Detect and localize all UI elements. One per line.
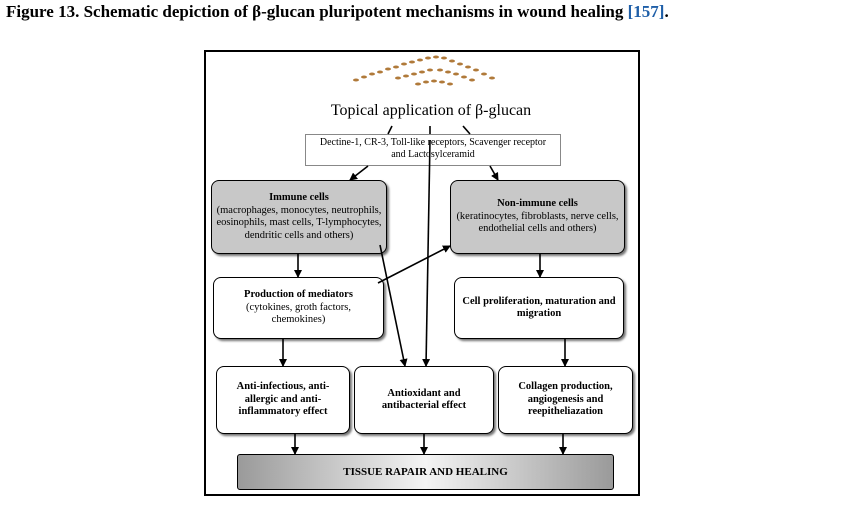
- topical-application-label: Topical application of β-glucan: [330, 102, 532, 119]
- arrow-topical-left: [387, 125, 393, 135]
- figure-caption: Figure 13. Schematic depiction of β-gluc…: [6, 2, 841, 22]
- immune-cells-list: (macrophages, monocytes, neutrophils, eo…: [216, 204, 382, 241]
- diagram-frame: [204, 50, 640, 496]
- mediators-list: (cytokines, groth factors, chemokines): [246, 301, 351, 326]
- arrow-receptors-to-antioxidant: [422, 139, 431, 367]
- tissue-repair-bar: TISSUE RAPAIR AND HEALING: [237, 454, 614, 490]
- receptors-box: Dectine-1, CR-3, Toll-like receptors, Sc…: [305, 134, 561, 166]
- mediators-box: Production of mediators (cytokines, grot…: [213, 277, 384, 339]
- antioxidant-box: Antioxidant and antibacterial effect: [354, 366, 494, 434]
- non-immune-cells-box: Non-immune cells (keratinocytes, fibrobl…: [450, 180, 625, 254]
- immune-cells-title: Immune cells: [269, 192, 329, 203]
- collagen-box: Collagen production, angiogenesis and re…: [498, 366, 633, 434]
- arrow-receptors-to-nonimmune: [489, 165, 499, 181]
- arrow-receptors-to-immune: [349, 165, 369, 181]
- immune-cells-box: Immune cells (macrophages, monocytes, ne…: [211, 180, 387, 254]
- arrow-topical-right: [462, 125, 471, 135]
- anti-infectious-box: Anti-infectious, anti-allergic and anti-…: [216, 366, 350, 434]
- non-immune-cells-title: Non-immune cells: [497, 198, 578, 210]
- arrow-mediators-to-nonimmune: [377, 245, 451, 284]
- non-immune-cells-list: (keratinocytes, fibroblasts, nerve cells…: [456, 210, 619, 235]
- arrow-immune-to-antioxidant: [379, 244, 408, 367]
- caption-period: .: [664, 2, 669, 21]
- caption-text: Figure 13. Schematic depiction of β-gluc…: [6, 2, 628, 21]
- caption-reference-link[interactable]: [157]: [627, 2, 665, 21]
- mediators-title: Production of mediators: [244, 289, 353, 301]
- proliferation-box: Cell proliferation, maturation and migra…: [454, 277, 624, 339]
